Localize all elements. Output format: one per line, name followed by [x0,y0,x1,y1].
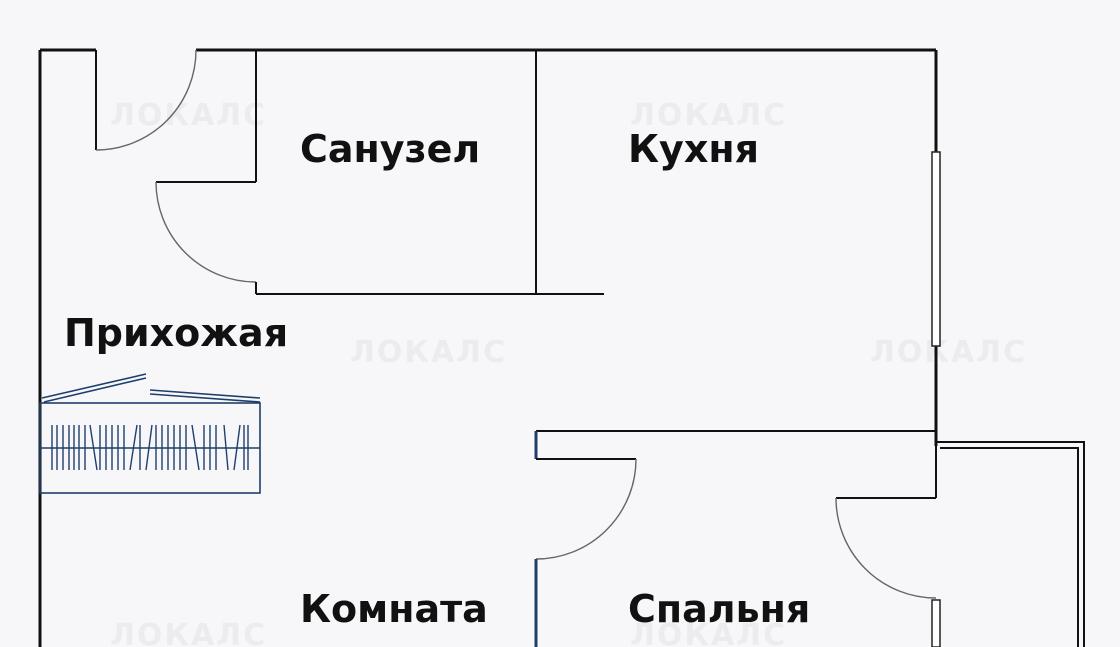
outer-walls [38,48,938,647]
room-label-hallway: Прихожая [64,311,288,355]
bedroom-window [931,599,941,647]
kitchen-window [931,151,941,347]
room-label-bedroom: Спальня [628,587,810,631]
balcony [931,441,1085,647]
entrance-door [95,49,197,151]
watermark: ЛОКАЛС [110,98,267,133]
watermark: ЛОКАЛС [110,618,267,647]
bedroom-walls [534,430,937,647]
room-label-kitchen: Кухня [628,127,759,171]
watermark: ЛОКАЛС [350,335,507,370]
watermark: ЛОКАЛС [630,98,787,133]
watermark: ЛОКАЛС [630,618,787,647]
room-label-bathroom: Санузел [300,127,480,171]
watermark: ЛОКАЛС [870,335,1027,370]
bathroom-walls [155,50,604,295]
wardrobe-icon [39,373,261,494]
room-label-living-room: Комната [300,587,488,631]
watermarks: ЛОКАЛС ЛОКАЛС ЛОКАЛС ЛОКАЛС ЛОКАЛС ЛОКАЛ… [110,98,1027,647]
